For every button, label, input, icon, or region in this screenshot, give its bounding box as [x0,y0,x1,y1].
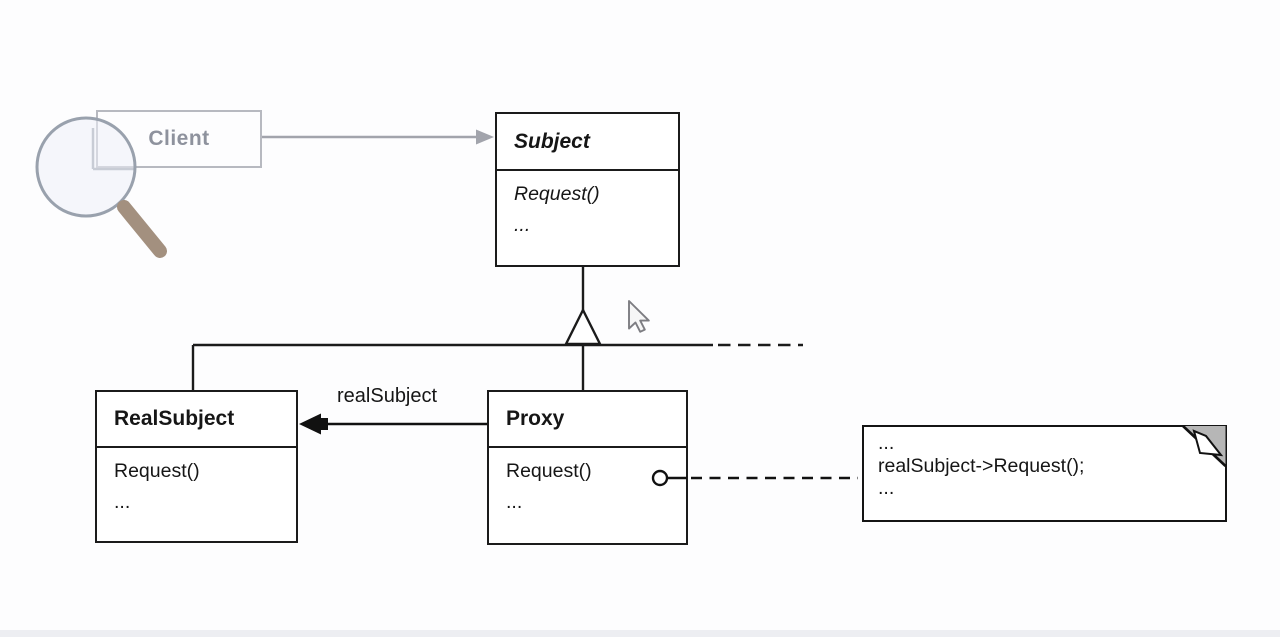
class-realsubject: RealSubject Request() ... [95,390,298,543]
class-proxy-methods: Request() ... [489,448,686,518]
association-label: realSubject [337,385,438,407]
filled-arrowhead-icon [299,413,321,435]
cursor-pointer-icon [628,300,650,333]
note-line: ... [878,477,895,499]
class-proxy-name: Proxy [489,392,686,448]
method-ellipsis: ... [506,491,523,513]
class-client-name: Client [148,127,210,150]
bottom-shadow-strip [0,630,1280,637]
class-client: Client [96,110,262,168]
method-request: Request() [514,183,600,205]
class-subject-methods: Request() ... [497,171,678,241]
method-ellipsis: ... [114,491,131,513]
class-subject: Subject Request() ... [495,112,680,267]
inheritance-triangle-icon [564,307,602,346]
code-note: ... realSubject->Request(); ... [862,425,1227,522]
method-request: Request() [114,460,200,482]
inheritance-connector [191,267,803,390]
class-subject-name: Subject [497,114,678,171]
class-realsubject-methods: Request() ... [97,448,296,518]
note-line: ... [878,432,895,454]
method-ellipsis: ... [514,214,531,236]
client-subject-arrow [262,129,494,145]
method-request: Request() [506,460,592,482]
realsubject-association-arrow [299,413,487,435]
class-proxy: Proxy Request() ... [487,390,688,545]
code-note-text: ... realSubject->Request(); ... [864,427,1225,500]
class-realsubject-name: RealSubject [97,392,296,448]
magnifier-handle [117,200,167,258]
note-line: realSubject->Request(); [878,454,1085,477]
